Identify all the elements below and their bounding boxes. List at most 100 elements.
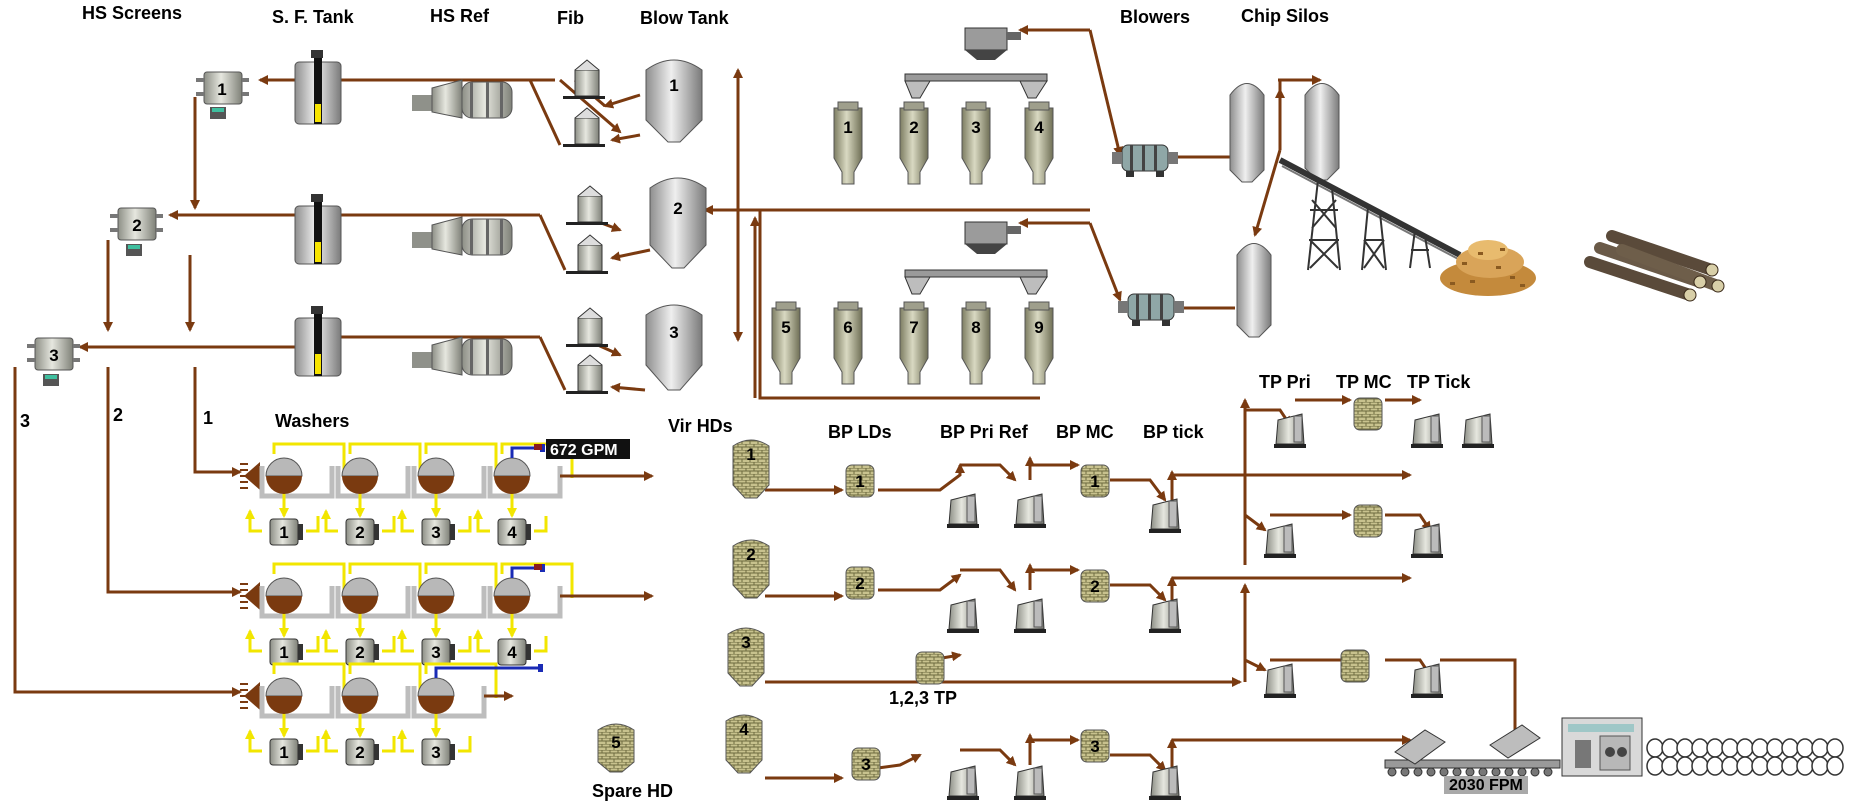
washer-1-3[interactable]: 3 [397,442,498,546]
washer-2-1[interactable]: 1 [245,562,346,666]
washer-2-2[interactable]: 2 [321,562,422,666]
wood-chips-pile-icon [1440,240,1536,296]
hopper-2[interactable]: 2 [899,101,929,185]
press-section[interactable] [1561,717,1643,777]
refiner-5[interactable] [1014,598,1046,633]
line-number-1: 1 [203,408,213,428]
bp-mc-3[interactable]: 3 [1080,729,1110,763]
chest-number: 1 [1090,472,1099,491]
vir-hd-3[interactable]: 3 [727,627,765,687]
vir-hd-4[interactable]: 4 [725,714,763,774]
washer-number: 2 [355,743,364,762]
refiner-16[interactable] [1411,663,1443,698]
refiner-7[interactable] [947,765,979,800]
sf-tank-3[interactable] [294,306,342,377]
hs-screen-3[interactable]: 3 [27,337,80,386]
screen-number: 2 [132,216,141,235]
hopper-number: 7 [909,318,918,337]
washer-2-3[interactable]: 3 [397,562,498,666]
hopper-1[interactable]: 1 [833,101,863,185]
former-section[interactable]: 2030 FPM [1384,724,1561,794]
washer-line-1: 1 2 3 4 [240,442,654,546]
tp-mc-2[interactable] [1353,504,1383,538]
washer-1-4[interactable]: 4 [473,442,574,546]
bp-ld-3[interactable]: 3 [851,747,881,781]
chip-silo-2[interactable] [1304,83,1340,181]
washer-number: 1 [279,523,288,542]
blow-tank-2[interactable]: 2 [649,177,707,269]
refiner-13[interactable] [1264,523,1296,558]
label-bp-mc: BP MC [1056,422,1114,442]
refiner-2[interactable] [1014,493,1046,528]
fiberizers-1[interactable] [563,59,605,147]
chip-silo-3[interactable] [1236,243,1272,338]
label-hs-ref: HS Ref [430,6,490,26]
tp-ld-chest[interactable] [915,651,945,685]
chest-number: 2 [1090,577,1099,596]
blow-tank-number: 3 [669,323,678,342]
washer-1-2[interactable]: 2 [321,442,422,546]
dryer-section[interactable] [1646,738,1844,776]
washer-3-1[interactable]: 1 [245,662,346,766]
refiner-8[interactable] [1014,765,1046,800]
refiner-10[interactable] [1274,413,1306,448]
washer-number: 2 [355,643,364,662]
washer-number: 4 [507,523,517,542]
washer-3-2[interactable]: 2 [321,662,422,766]
label-bp-tick: BP tick [1143,422,1205,442]
refiner-12[interactable] [1462,413,1494,448]
washer-1-1[interactable]: 1 [245,442,346,546]
tp-mc-1[interactable] [1353,397,1383,431]
refiner-9[interactable] [1149,765,1181,800]
blower-1[interactable] [1112,144,1178,177]
hopper-8[interactable]: 8 [961,301,991,385]
chip-silo-1[interactable] [1229,83,1265,183]
refiner-15[interactable] [1264,663,1296,698]
hopper-number: 8 [971,318,980,337]
blower-2[interactable] [1118,293,1184,326]
hs-screen-1[interactable]: 1 [196,71,249,119]
refiner-3[interactable] [1149,498,1181,533]
spare-hd-tower[interactable]: 5 [597,723,635,773]
vir-hd-1[interactable]: 1 [732,439,770,499]
refiner-11[interactable] [1411,413,1443,448]
label-fib: Fib [557,8,584,28]
label-tp-tick: TP Tick [1407,372,1471,392]
washer-number: 2 [355,523,364,542]
logs-icon [1584,230,1725,302]
tp-mc-3[interactable] [1340,649,1370,683]
hopper-3[interactable]: 3 [961,101,991,185]
cyclone-top[interactable] [964,27,1021,60]
hopper-5[interactable]: 5 [771,301,801,385]
blow-tank-1[interactable]: 1 [645,59,703,143]
hopper-4[interactable]: 4 [1024,101,1054,185]
refiner-14[interactable] [1411,523,1443,558]
bp-mc-1[interactable]: 1 [1080,464,1110,498]
cyclone-bottom[interactable] [964,221,1021,254]
washer-3-3[interactable]: 3 [397,662,498,766]
chest-number: 3 [1090,737,1099,756]
label-vir-hds: Vir HDs [668,416,733,436]
bp-mc-2[interactable]: 2 [1080,569,1110,603]
hs-screen-2[interactable]: 2 [110,207,163,256]
hs-refiner-1[interactable] [412,79,513,119]
fiberizers-3[interactable] [566,307,608,394]
blow-tank-3[interactable]: 3 [645,304,703,391]
hs-refiner-3[interactable] [412,336,513,376]
hopper-7[interactable]: 7 [899,301,929,385]
fiberizers-2[interactable] [566,185,608,274]
hs-refiner-2[interactable] [412,216,513,256]
refiner-4[interactable] [947,598,979,633]
bp-ld-2[interactable]: 2 [845,566,875,600]
vir-hd-2[interactable]: 2 [732,539,770,599]
hopper-6[interactable]: 6 [833,301,863,385]
washer-number: 3 [431,523,440,542]
bp-ld-1[interactable]: 1 [845,464,875,498]
washer-2-4[interactable]: 4 [473,562,574,666]
refiner-1[interactable] [947,493,979,528]
sf-tank-1[interactable] [294,50,342,125]
hopper-9[interactable]: 9 [1024,301,1054,385]
refiner-6[interactable] [1149,598,1181,633]
sf-tank-2[interactable] [294,194,342,265]
hopper-number: 4 [1034,118,1044,137]
